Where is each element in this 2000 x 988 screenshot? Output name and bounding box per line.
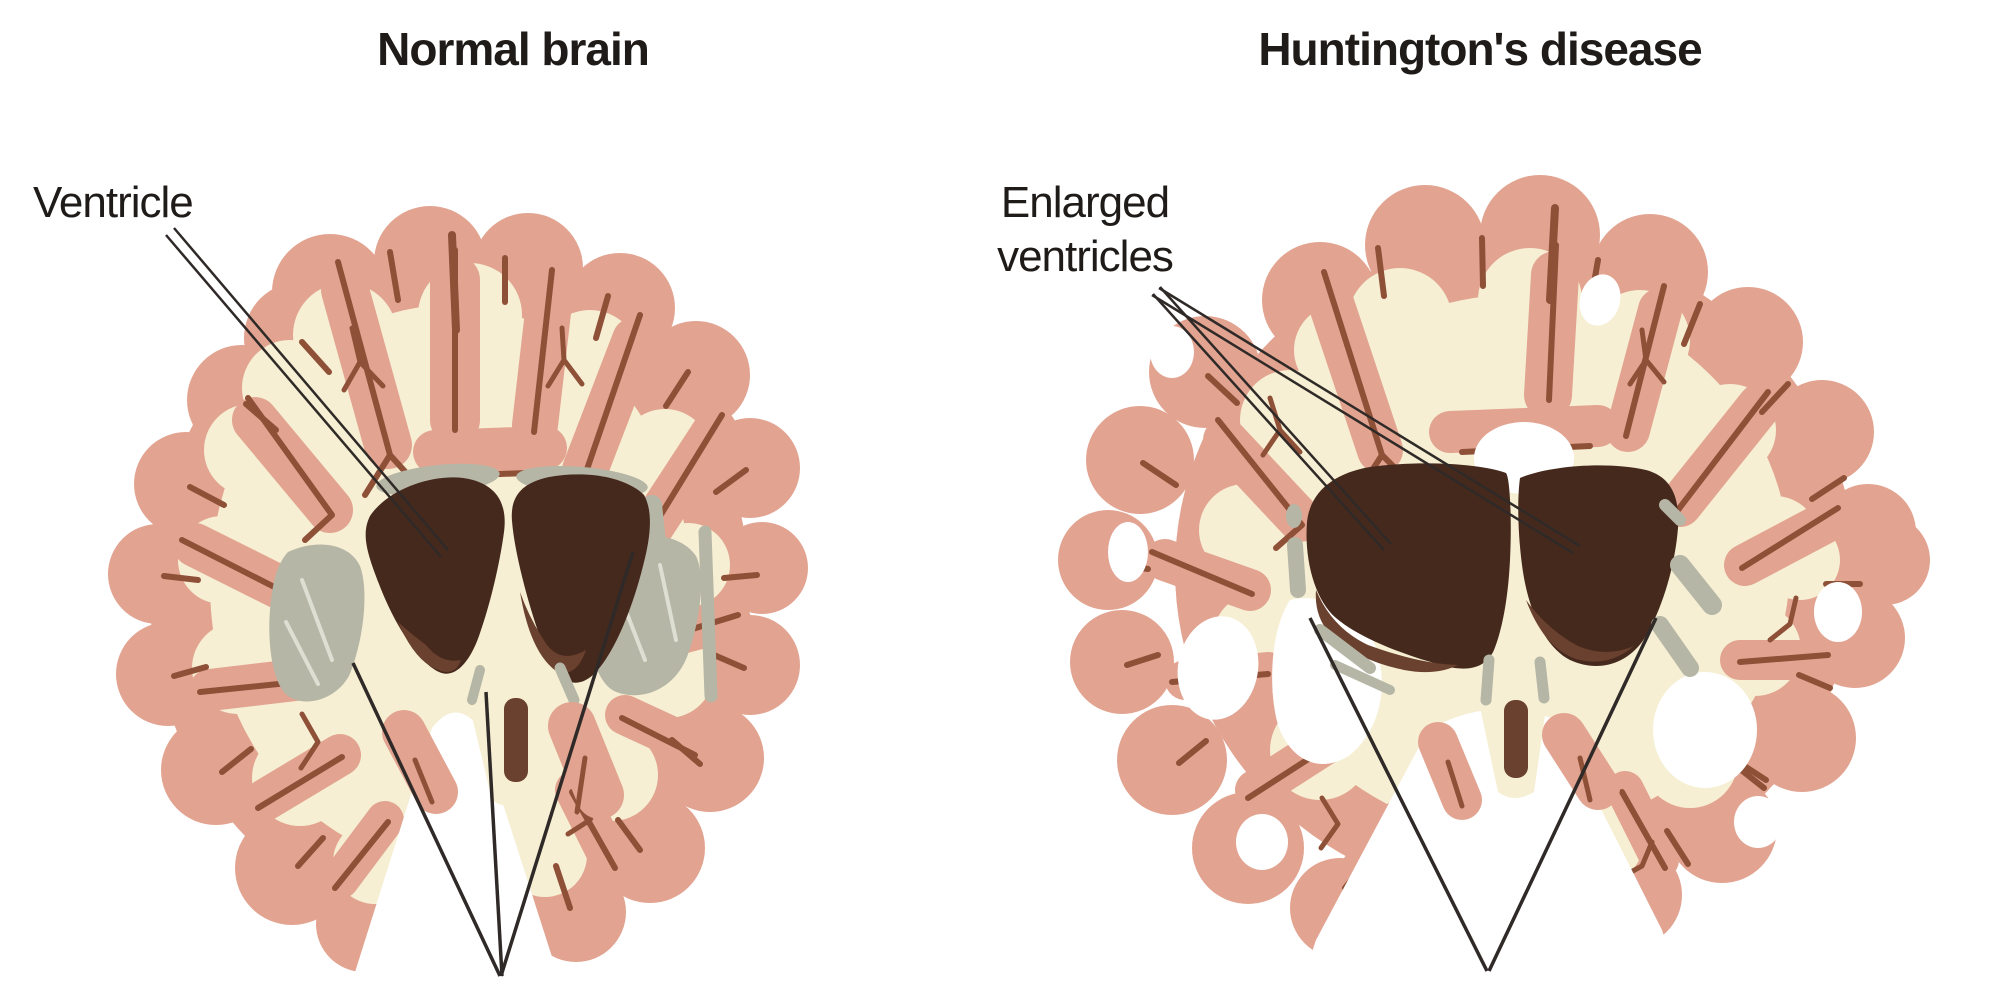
enlarged-ventricles-pointer-lines — [1151, 286, 1581, 555]
hd-basal-ganglia-pointer-lines — [1308, 617, 1658, 972]
hd-bottom-notch — [1300, 654, 1680, 988]
hd-basal-ganglia-remnants — [1287, 499, 1722, 695]
hd-atrophy-gaps — [1108, 274, 1862, 870]
title-normal-brain: Normal brain — [377, 23, 650, 75]
ventricle-pointer-line — [165, 227, 449, 558]
label-ventricle: Ventricle — [33, 178, 194, 227]
normal-brain-illustration — [108, 206, 808, 988]
huntingtons-brain-illustration — [1058, 175, 1930, 988]
label-enlarged-line2: ventricles — [997, 232, 1174, 281]
hd-enlarged-ventricles — [1306, 463, 1679, 673]
title-huntingtons-disease: Huntington's disease — [1258, 23, 1702, 75]
normal-basal-ganglia-pointer-lines — [351, 551, 635, 977]
annotation-lines — [165, 227, 1658, 977]
label-enlarged-ventricles: Enlarged ventricles — [930, 176, 1240, 284]
normal-ventricles — [365, 474, 650, 683]
label-enlarged-line1: Enlarged — [1000, 178, 1170, 227]
hd-gray-dot — [1286, 504, 1302, 528]
